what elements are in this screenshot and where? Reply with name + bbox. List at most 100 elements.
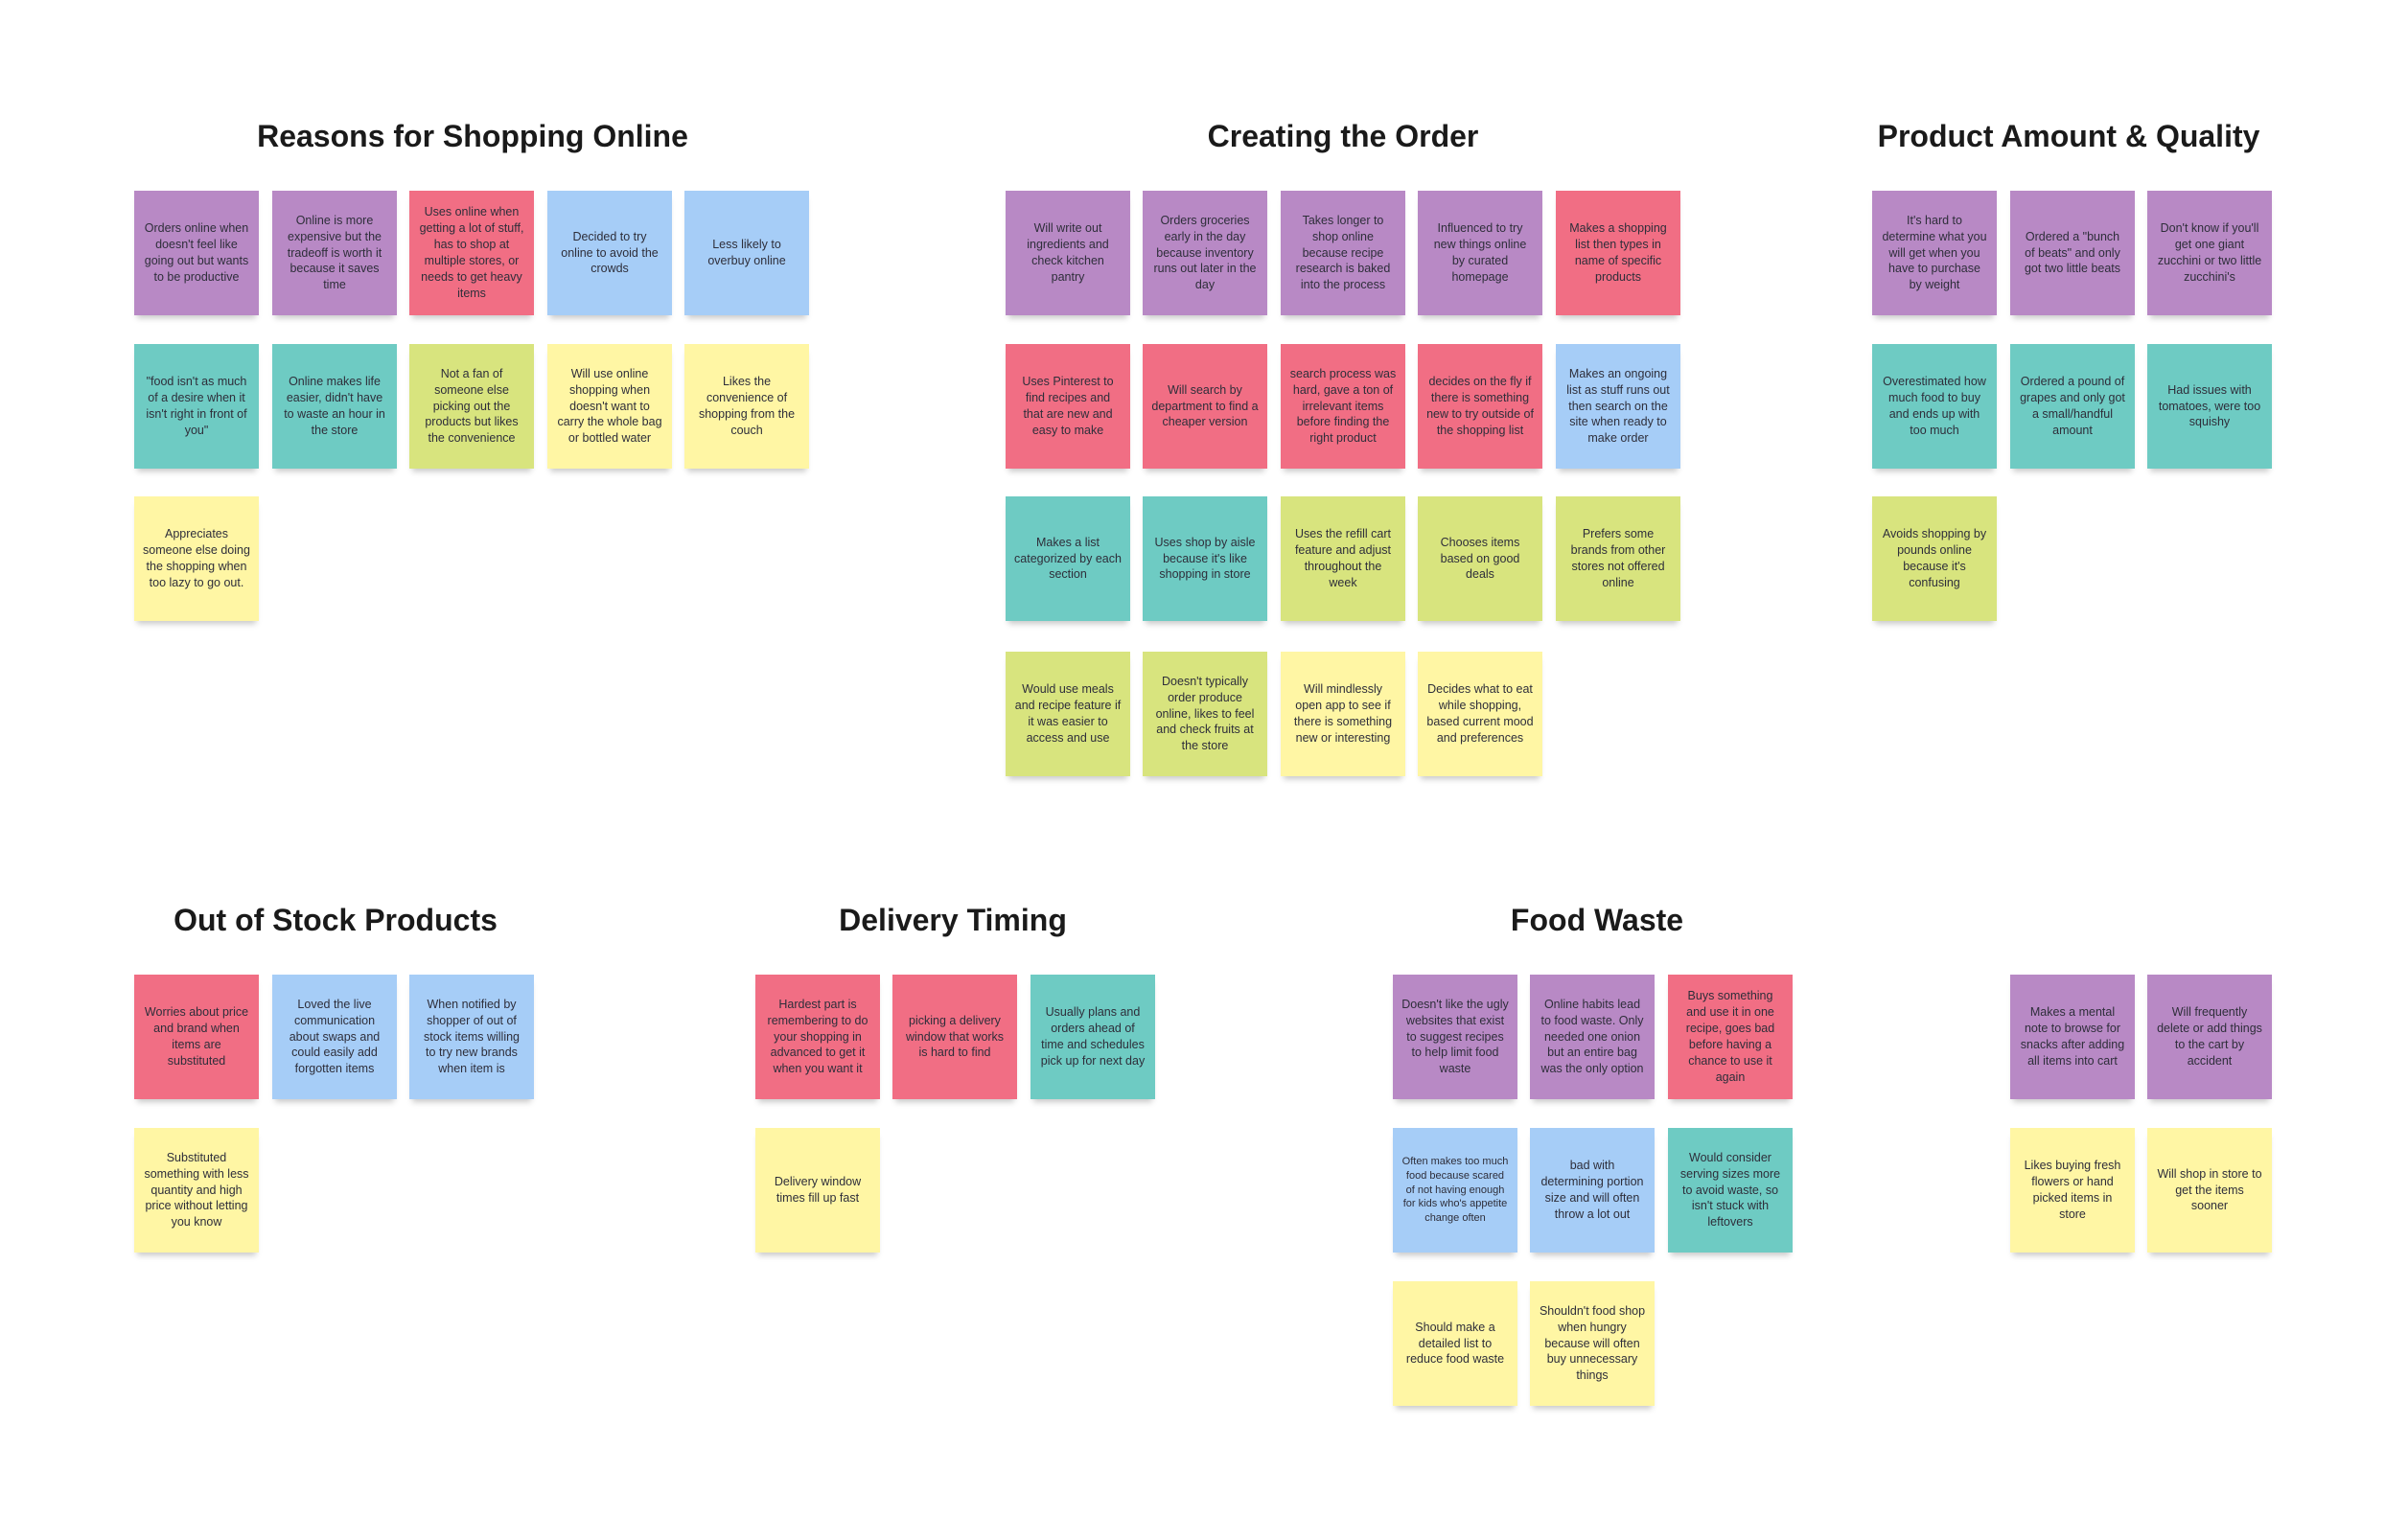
sticky-note[interactable]: Makes a mental note to browse for snacks…	[2010, 975, 2135, 1099]
sticky-note[interactable]: Hardest part is remembering to do your s…	[755, 975, 880, 1099]
sticky-note[interactable]: Ordered a pound of grapes and only got a…	[2010, 344, 2135, 469]
sticky-note[interactable]: Will use online shopping when doesn't wa…	[547, 344, 672, 469]
sticky-note[interactable]: Would use meals and recipe feature if it…	[1006, 652, 1130, 776]
sticky-note-text: Uses Pinterest to find recipes and that …	[1022, 375, 1114, 437]
sticky-note[interactable]: Uses online when getting a lot of stuff,…	[409, 191, 534, 315]
sticky-note-text: Makes an ongoing list as stuff runs out …	[1566, 366, 1670, 446]
sticky-note-text: It's hard to determine what you will get…	[1882, 213, 1987, 292]
cluster-title-out-of-stock: Out of Stock Products	[174, 903, 498, 937]
sticky-note[interactable]: "food isn't as much of a desire when it …	[134, 344, 259, 469]
sticky-note[interactable]: Avoids shopping by pounds online because…	[1872, 496, 1997, 621]
sticky-note-text: Less likely to overbuy online	[707, 238, 786, 267]
sticky-note[interactable]: When notified by shopper of out of stock…	[409, 975, 534, 1099]
sticky-note-text: Will use online shopping when doesn't wa…	[557, 366, 662, 446]
sticky-note[interactable]: Orders online when doesn't feel like goi…	[134, 191, 259, 315]
sticky-note-text: Uses shop by aisle because it's like sho…	[1154, 535, 1256, 582]
sticky-note[interactable]: Uses Pinterest to find recipes and that …	[1006, 344, 1130, 469]
sticky-note[interactable]: Doesn't typically order produce online, …	[1143, 652, 1267, 776]
sticky-note[interactable]: It's hard to determine what you will get…	[1872, 191, 1997, 315]
sticky-note-text: Usually plans and orders ahead of time a…	[1040, 1005, 1146, 1068]
sticky-note[interactable]: Less likely to overbuy online	[684, 191, 809, 315]
sticky-note-text: Will search by department to find a chea…	[1151, 382, 1259, 429]
sticky-note[interactable]: Will search by department to find a chea…	[1143, 344, 1267, 469]
sticky-note-text: decides on the fly if there is something…	[1426, 375, 1534, 437]
sticky-note[interactable]: Decides what to eat while shopping, base…	[1418, 652, 1542, 776]
sticky-note[interactable]: Takes longer to shop online because reci…	[1281, 191, 1405, 315]
sticky-note[interactable]: Don't know if you'll get one giant zucch…	[2147, 191, 2272, 315]
sticky-note[interactable]: Will shop in store to get the items soon…	[2147, 1128, 2272, 1253]
sticky-note-text: Will frequently delete or add things to …	[2157, 1005, 2262, 1068]
sticky-note[interactable]: Not a fan of someone else picking out th…	[409, 344, 534, 469]
sticky-note[interactable]: Makes a shopping list then types in name…	[1556, 191, 1680, 315]
sticky-note-text: Will shop in store to get the items soon…	[2157, 1166, 2262, 1213]
sticky-note-text: Online makes life easier, didn't have to…	[284, 375, 385, 437]
sticky-note[interactable]: Overestimated how much food to buy and e…	[1872, 344, 1997, 469]
sticky-note-text: Influenced to try new things online by c…	[1433, 221, 1527, 284]
sticky-note[interactable]: Orders groceries early in the day becaus…	[1143, 191, 1267, 315]
sticky-note-text: Should make a detailed list to reduce fo…	[1405, 1320, 1505, 1367]
sticky-note[interactable]: Makes a list categorized by each section	[1006, 496, 1130, 621]
sticky-note[interactable]: Will mindlessly open app to see if there…	[1281, 652, 1405, 776]
sticky-note[interactable]: Makes an ongoing list as stuff runs out …	[1556, 344, 1680, 469]
sticky-note-text: Will write out ingredients and check kit…	[1027, 221, 1109, 284]
sticky-note[interactable]: Online is more expensive but the tradeof…	[272, 191, 397, 315]
sticky-note-text: Shouldn't food shop when hungry because …	[1539, 1303, 1646, 1383]
sticky-note[interactable]: Decided to try online to avoid the crowd…	[547, 191, 672, 315]
sticky-note[interactable]: Ordered a "bunch of beats" and only got …	[2010, 191, 2135, 315]
sticky-note-text: Decided to try online to avoid the crowd…	[561, 229, 659, 276]
sticky-note[interactable]: Shouldn't food shop when hungry because …	[1530, 1281, 1655, 1406]
sticky-note-text: Not a fan of someone else picking out th…	[425, 366, 519, 446]
sticky-note[interactable]: Should make a detailed list to reduce fo…	[1393, 1281, 1517, 1406]
sticky-note[interactable]: Online makes life easier, didn't have to…	[272, 344, 397, 469]
sticky-note-text: Uses online when getting a lot of stuff,…	[419, 205, 524, 300]
sticky-note[interactable]: Doesn't like the ugly websites that exis…	[1393, 975, 1517, 1099]
sticky-note[interactable]: Usually plans and orders ahead of time a…	[1030, 975, 1155, 1099]
sticky-note[interactable]: Online habits lead to food waste. Only n…	[1530, 975, 1655, 1099]
sticky-note[interactable]: Will write out ingredients and check kit…	[1006, 191, 1130, 315]
sticky-note-text: Often makes too much food because scared…	[1401, 1155, 1509, 1225]
sticky-note[interactable]: Often makes too much food because scared…	[1393, 1128, 1517, 1253]
sticky-note-text: Makes a shopping list then types in name…	[1569, 221, 1667, 284]
sticky-note[interactable]: Substituted something with less quantity…	[134, 1128, 259, 1253]
sticky-note-text: Prefers some brands from other stores no…	[1570, 527, 1666, 589]
sticky-note-text: Ordered a "bunch of beats" and only got …	[2024, 229, 2121, 276]
sticky-note-text: Had issues with tomatoes, were too squis…	[2158, 382, 2261, 429]
sticky-note[interactable]: Likes buying fresh flowers or hand picke…	[2010, 1128, 2135, 1253]
sticky-note-text: bad with determining portion size and wi…	[1540, 1159, 1644, 1221]
sticky-note[interactable]: decides on the fly if there is something…	[1418, 344, 1542, 469]
sticky-note[interactable]: Worries about price and brand when items…	[134, 975, 259, 1099]
sticky-note[interactable]: Will frequently delete or add things to …	[2147, 975, 2272, 1099]
sticky-note[interactable]: Would consider serving sizes more to avo…	[1668, 1128, 1793, 1253]
sticky-note[interactable]: search process was hard, gave a ton of i…	[1281, 344, 1405, 469]
sticky-note-text: Likes buying fresh flowers or hand picke…	[2024, 1159, 2121, 1221]
sticky-note-text: Substituted something with less quantity…	[144, 1150, 249, 1230]
cluster-title-creating-order: Creating the Order	[1207, 119, 1479, 153]
sticky-note[interactable]: Had issues with tomatoes, were too squis…	[2147, 344, 2272, 469]
sticky-note[interactable]: Uses shop by aisle because it's like sho…	[1143, 496, 1267, 621]
sticky-note[interactable]: Influenced to try new things online by c…	[1418, 191, 1542, 315]
sticky-note-text: Doesn't typically order produce online, …	[1155, 674, 1255, 753]
sticky-note-text: Makes a list categorized by each section	[1014, 535, 1122, 582]
sticky-note-text: Orders online when doesn't feel like goi…	[144, 221, 249, 284]
cluster-title-delivery-timing: Delivery Timing	[839, 903, 1067, 937]
sticky-note-text: Hardest part is remembering to do your s…	[767, 997, 868, 1076]
sticky-note[interactable]: Chooses items based on good deals	[1418, 496, 1542, 621]
sticky-note-text: picking a delivery window that works is …	[905, 1013, 1005, 1060]
cluster-title-food-waste: Food Waste	[1510, 903, 1684, 937]
sticky-note[interactable]: Appreciates someone else doing the shopp…	[134, 496, 259, 621]
sticky-note-text: search process was hard, gave a ton of i…	[1289, 366, 1397, 446]
sticky-note[interactable]: Buys something and use it in one recipe,…	[1668, 975, 1793, 1099]
sticky-note-text: Online habits lead to food waste. Only n…	[1540, 997, 1644, 1076]
sticky-note[interactable]: Likes the convenience of shopping from t…	[684, 344, 809, 469]
sticky-note-text: Worries about price and brand when items…	[144, 1005, 249, 1068]
sticky-note[interactable]: bad with determining portion size and wi…	[1530, 1128, 1655, 1253]
sticky-note[interactable]: Loved the live communication about swaps…	[272, 975, 397, 1099]
sticky-note[interactable]: picking a delivery window that works is …	[892, 975, 1017, 1099]
sticky-note[interactable]: Prefers some brands from other stores no…	[1556, 496, 1680, 621]
sticky-note-text: Don't know if you'll get one giant zucch…	[2157, 221, 2262, 284]
sticky-note[interactable]: Delivery window times fill up fast	[755, 1128, 880, 1253]
sticky-note-text: Likes the convenience of shopping from t…	[698, 375, 796, 437]
sticky-note[interactable]: Uses the refill cart feature and adjust …	[1281, 496, 1405, 621]
sticky-note-text: Would consider serving sizes more to avo…	[1679, 1150, 1781, 1230]
sticky-note-text: Uses the refill cart feature and adjust …	[1294, 527, 1392, 589]
